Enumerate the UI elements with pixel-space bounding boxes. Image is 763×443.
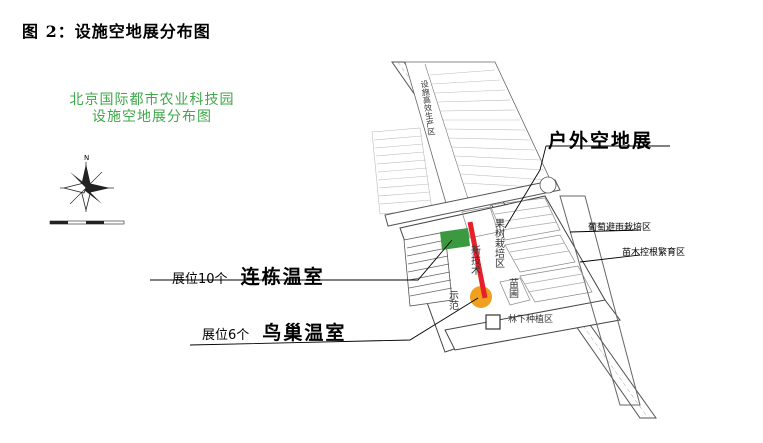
multispan-greenhouse-block — [403, 231, 453, 307]
park-title-line1: 北京国际都市农业科技园 — [69, 92, 235, 108]
left-greenhouse-area — [371, 127, 433, 215]
nest-name: 鸟巢温室 — [262, 322, 347, 344]
park-map-title: 北京国际都市农业科技园 设施空地展分布图 — [52, 92, 252, 126]
scale-bar — [49, 220, 125, 225]
building-square — [485, 314, 501, 330]
multispan-name: 连栋温室 — [240, 266, 325, 288]
nest-count: 展位6个 — [202, 328, 250, 343]
multispan-label: 展位10个 连栋温室 — [172, 262, 325, 289]
zone-label-tech: 新技术 — [469, 244, 481, 276]
park-title-line2: 设施空地展分布图 — [92, 109, 212, 125]
leader-lines — [150, 145, 670, 346]
outdoor-strip — [467, 221, 488, 299]
nest-marker — [470, 286, 492, 308]
zone-label-grape: 葡萄避雨栽培区 — [588, 221, 651, 233]
svg-text:N: N — [84, 154, 89, 162]
outdoor-exhibition-label: 户外空地展 — [548, 130, 654, 152]
cross-road — [384, 176, 561, 227]
figure-title: 图 2：设施空地展分布图 — [22, 22, 211, 41]
nest-label: 展位6个 鸟巢温室 — [202, 318, 346, 345]
zone-label-nursery: 苗圃 — [507, 278, 519, 299]
zone-label-seedling: 苗木控根繁育区 — [622, 246, 685, 258]
multispan-count: 展位10个 — [172, 272, 228, 287]
zone-label-flower: 林下种植区 — [508, 313, 553, 325]
zone-label-fruit: 果树栽培区 — [493, 218, 505, 268]
zone-label-demo: 示范 — [447, 290, 459, 310]
north-arrow-icon: N — [60, 154, 114, 212]
multispan-marker — [440, 228, 470, 250]
